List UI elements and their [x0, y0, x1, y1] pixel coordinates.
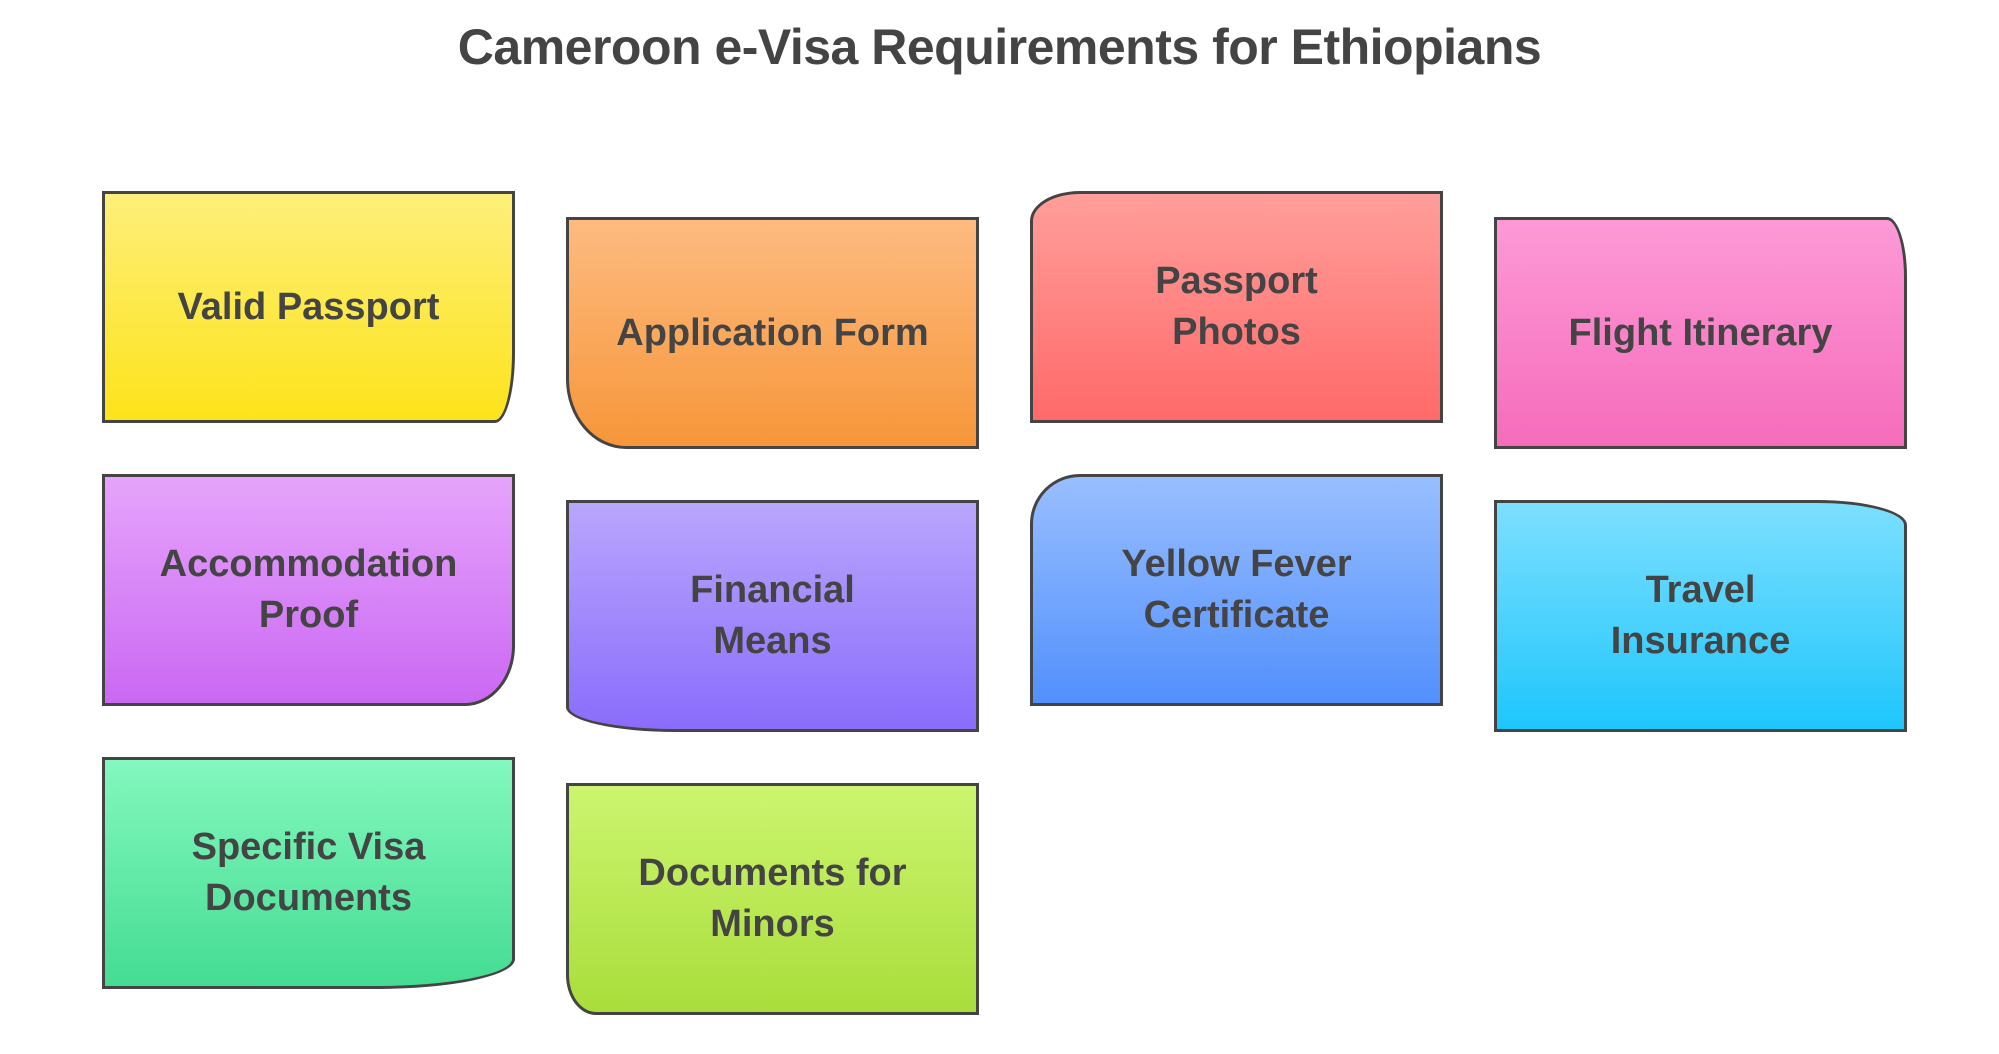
- card-label: Documents for Minors: [638, 852, 907, 945]
- card-flight-itinerary: Flight Itinerary: [1494, 217, 1907, 449]
- card-travel-insurance: Travel Insurance: [1494, 500, 1907, 732]
- card-label: Specific Visa Documents: [191, 826, 426, 919]
- card-application-form: Application Form: [566, 217, 979, 449]
- card-documents-for-minors: Documents for Minors: [566, 783, 979, 1015]
- card-label: Application Form: [616, 311, 929, 354]
- card-label: Flight Itinerary: [1568, 311, 1833, 354]
- card-financial-means: Financial Means: [566, 500, 979, 732]
- card-label: Financial Means: [690, 569, 855, 662]
- card-label: Passport Photos: [1155, 260, 1318, 353]
- card-label: Yellow Fever Certificate: [1121, 543, 1352, 636]
- card-accommodation-proof: Accommodation Proof: [102, 474, 515, 706]
- card-label: Travel Insurance: [1610, 569, 1791, 662]
- card-specific-visa-documents: Specific Visa Documents: [102, 757, 515, 989]
- card-valid-passport: Valid Passport: [102, 191, 515, 423]
- card-passport-photos: Passport Photos: [1030, 191, 1443, 423]
- card-label: Accommodation Proof: [159, 543, 458, 636]
- card-label: Valid Passport: [177, 285, 440, 328]
- card-yellow-fever-certificate: Yellow Fever Certificate: [1030, 474, 1443, 706]
- diagram-title: Cameroon e-Visa Requirements for Ethiopi…: [457, 19, 1542, 75]
